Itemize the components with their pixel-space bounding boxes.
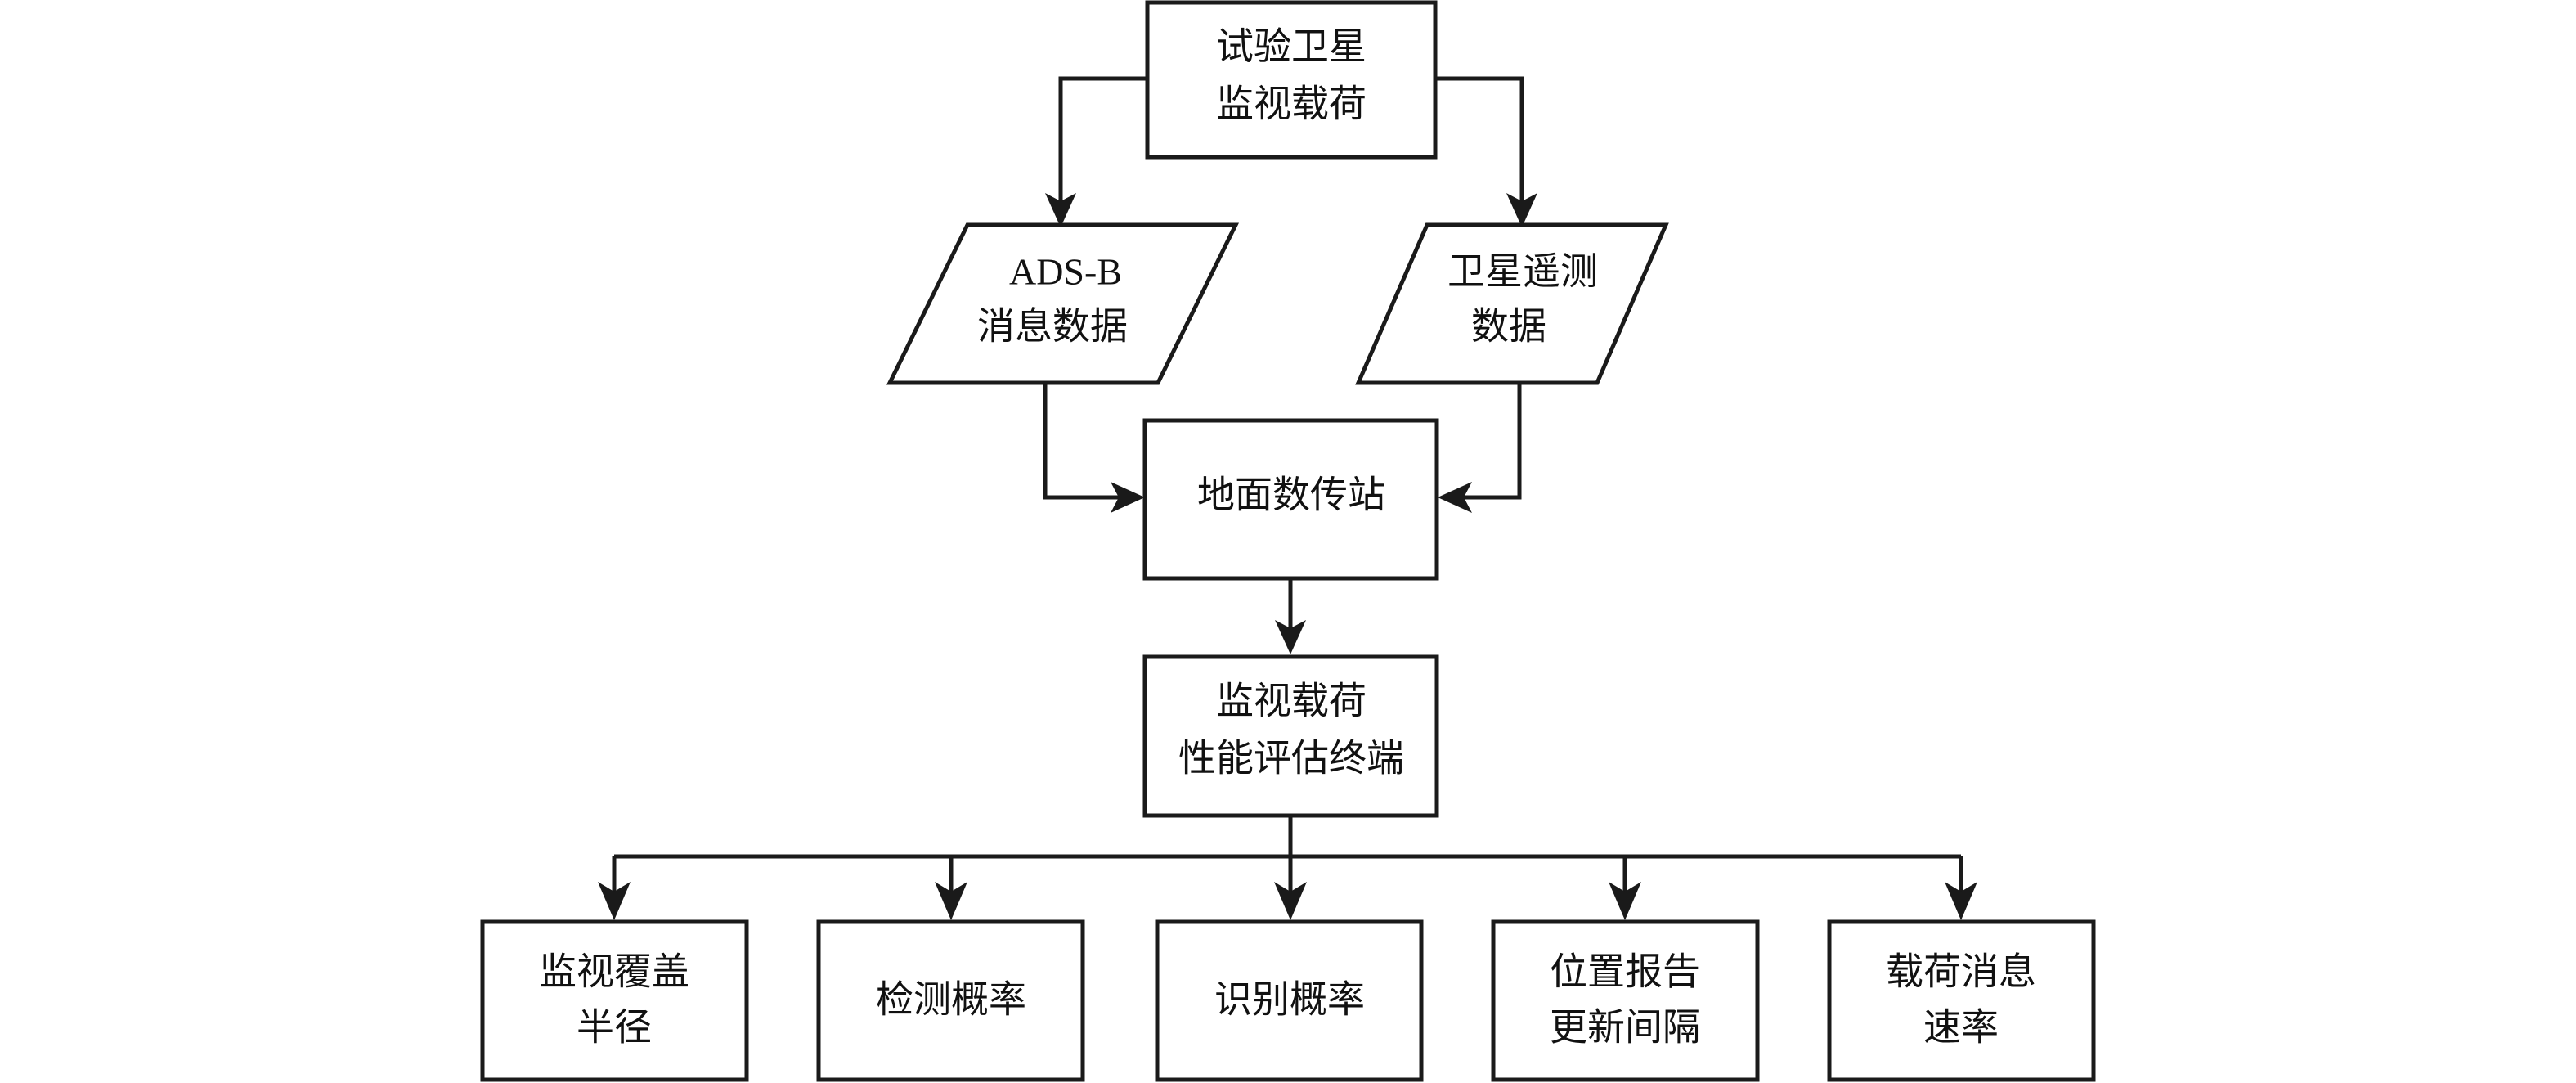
node-satellite-payload[interactable]: 试验卫星 监视载荷 [1145, 0, 1438, 160]
arrow-head-down-icon [1945, 882, 1977, 920]
node-metric-payload-message-rate[interactable]: 载荷消息 速率 [1827, 919, 2096, 1082]
edge-bus-to-metric-1 [598, 856, 631, 920]
node-metric-detection-probability[interactable]: 检测概率 [816, 919, 1085, 1082]
arrow-head-right-icon [1111, 482, 1145, 513]
node-metric-payload-message-rate-line1: 载荷消息 [1886, 951, 2036, 993]
edge-terminal-to-bus [614, 816, 1961, 859]
edge-bus-to-metric-5 [1945, 856, 1977, 920]
node-adsb-data-line1: ADS-B [1009, 251, 1122, 293]
node-metric-coverage-radius-line1: 监视覆盖 [539, 951, 689, 993]
edge-adsb-to-ground-station [1043, 383, 1145, 513]
node-satellite-payload-line2: 监视载荷 [1216, 83, 1367, 125]
arrow-head-down-icon [1275, 620, 1306, 654]
node-adsb-data[interactable]: ADS-B 消息数据 [886, 222, 1240, 385]
node-metric-identification-probability[interactable]: 识别概率 [1155, 919, 1424, 1082]
node-adsb-data-line2: 消息数据 [977, 306, 1128, 348]
edge-bus-to-metric-2 [935, 856, 967, 920]
node-evaluation-terminal-line1: 监视载荷 [1216, 681, 1367, 722]
edge-bus-to-metric-3 [1274, 856, 1307, 920]
arrow-head-down-icon [1506, 193, 1537, 227]
node-evaluation-terminal[interactable]: 监视载荷 性能评估终端 [1142, 654, 1439, 818]
edge-satellite-to-telemetry [1435, 76, 1537, 227]
node-satellite-payload-line1: 试验卫星 [1216, 26, 1367, 68]
node-metric-position-report-interval[interactable]: 位置报告 更新间隔 [1491, 919, 1760, 1082]
node-metric-position-report-interval-line1: 位置报告 [1550, 951, 1700, 993]
node-metric-coverage-radius[interactable]: 监视覆盖 半径 [480, 919, 749, 1082]
arrow-head-down-icon [598, 882, 631, 920]
edge-ground-station-to-terminal [1275, 578, 1306, 654]
arrow-head-left-icon [1438, 482, 1472, 513]
edge-satellite-to-adsb [1045, 76, 1147, 227]
node-metric-coverage-radius-line2: 半径 [577, 1007, 652, 1049]
node-evaluation-terminal-line2: 性能评估终端 [1178, 738, 1404, 780]
arrow-head-down-icon [935, 882, 967, 920]
node-metric-payload-message-rate-line2: 速率 [1923, 1007, 1999, 1049]
node-telemetry-data[interactable]: 卫星遥测 数据 [1355, 222, 1669, 385]
arrow-head-down-icon [1045, 193, 1076, 227]
node-metric-detection-probability-label: 检测概率 [876, 979, 1026, 1021]
edge-telemetry-to-ground-station [1438, 383, 1522, 513]
edge-bus-to-metric-4 [1609, 856, 1641, 920]
node-metric-identification-probability-label: 识别概率 [1214, 979, 1365, 1021]
node-ground-station[interactable]: 地面数传站 [1142, 418, 1439, 581]
node-telemetry-data-line2: 数据 [1471, 306, 1546, 348]
arrow-head-down-icon [1274, 882, 1307, 920]
node-telemetry-data-line1: 卫星遥测 [1447, 251, 1598, 293]
node-metric-position-report-interval-line2: 更新间隔 [1550, 1007, 1700, 1049]
arrow-head-down-icon [1609, 882, 1641, 920]
node-ground-station-label: 地面数传站 [1197, 474, 1385, 516]
